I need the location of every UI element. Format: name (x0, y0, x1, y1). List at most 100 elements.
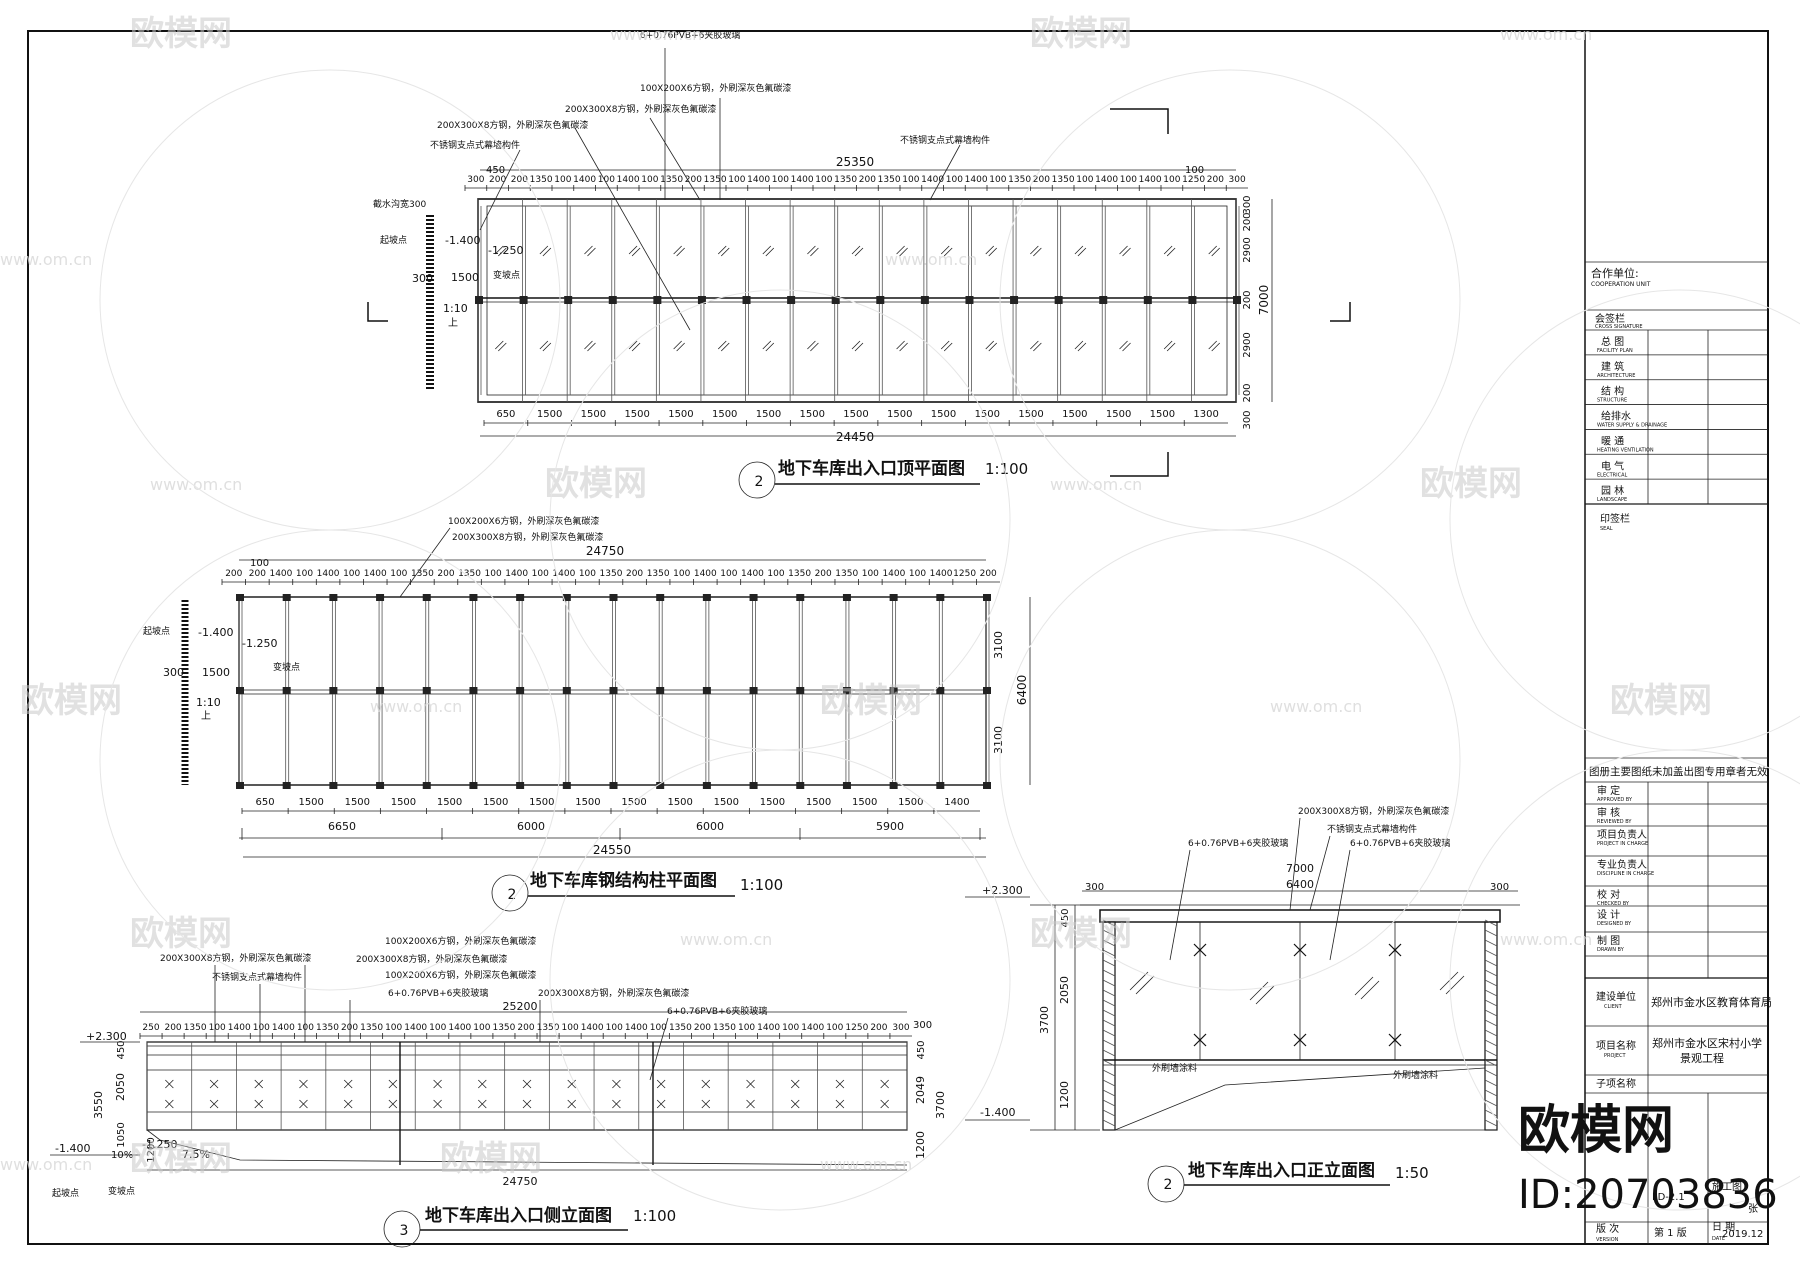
side-top-dim: 100 (385, 1023, 402, 1033)
tb-discipline: 园 林 (1601, 484, 1624, 497)
side-dim-2049: 2049 (914, 1076, 927, 1104)
side-top-dim: 1400 (581, 1023, 604, 1033)
side-elev-scale: 1:100 (633, 1207, 676, 1225)
roof-plan-title: 地下车库出入口顶平面图 (778, 458, 965, 479)
roof-bottom-dim: 1500 (1150, 409, 1175, 420)
col-top-dim: 1350 (835, 569, 858, 579)
tb-discipline-en: FACILITY PLAN (1597, 348, 1633, 354)
roof-note-glass: 6+0.76PVB+6夹胶玻璃 (640, 29, 740, 41)
tb-discipline-en: ELECTRICAL (1597, 472, 1628, 478)
roof-bottom-dim: 1500 (1106, 409, 1131, 420)
side-elev-callout: 3 (400, 1223, 409, 1239)
front-note-paint-b: 外刷墙涂料 (1393, 1069, 1438, 1081)
side-level-low: -1.400 (55, 1142, 90, 1155)
tb-sign-header-en: CROSS SIGNATURE (1595, 324, 1642, 330)
side-top-dim: 100 (253, 1023, 270, 1033)
side-note-8: 6+0.76PVB+6夹胶玻璃 (667, 1005, 767, 1017)
front-elev-title: 地下车库出入口正立面图 (1188, 1160, 1375, 1181)
side-dim-300: 300 (913, 1020, 932, 1031)
roof-level-b: -1.250 (488, 244, 523, 257)
side-note-3: 不锈钢支点式幕墙构件 (212, 971, 302, 983)
col-top-dim: 200 (225, 569, 242, 579)
roof-bottom-dim: 1500 (800, 409, 825, 420)
tb-role: 校 对 (1597, 888, 1620, 901)
side-top-dim: 1350 (537, 1023, 560, 1033)
side-top-dim: 300 (892, 1023, 909, 1033)
roof-bottom-dim: 1500 (887, 409, 912, 420)
roof-note-steel-200b: 200X300X8方钢，外刷深灰色氟碳漆 (437, 119, 588, 131)
roof-top-dim: 200 (489, 175, 506, 185)
front-dim-300b: 300 (1490, 882, 1509, 893)
tb-discipline-en: STRUCTURE (1597, 398, 1627, 404)
col-top-dim: 100 (767, 569, 784, 579)
col-label-start: 起坡点 (143, 625, 170, 637)
col-top-dim: 1400 (269, 569, 292, 579)
roof-top-dim: 1350 (660, 175, 683, 185)
roof-top-dim: 100 (598, 175, 615, 185)
side-dim-450: 450 (116, 1040, 127, 1059)
title-block: 合作单位: COOPERATION UNIT 会签栏 CROSS SIGNATU… (1585, 261, 1772, 1244)
roof-top-dim: 200 (1033, 175, 1050, 185)
side-top-dim: 200 (870, 1023, 887, 1033)
roof-total-bottom: 24450 (836, 430, 874, 444)
side-level-mid: -1.250 (142, 1138, 177, 1151)
col-bottom-dim: 1500 (898, 797, 923, 808)
roof-top-dim: 1400 (617, 175, 640, 185)
tb-warning: 图册主要图纸未加盖出图专用章者无效 (1589, 765, 1768, 778)
side-top-dim: 100 (650, 1023, 667, 1033)
front-level-low: -1.400 (980, 1106, 1015, 1119)
col-bottom-dim: 1500 (667, 797, 692, 808)
roof-plan-callout: 2 (755, 474, 764, 490)
roof-top-dim: 1400 (791, 175, 814, 185)
side-top-dim: 100 (826, 1023, 843, 1033)
watermark-brand: 欧模网 (1420, 464, 1522, 504)
roof-dim-450: 450 (486, 165, 505, 176)
roof-bottom-dim: 650 (496, 409, 515, 420)
roof-dim-100: 100 (1185, 165, 1204, 176)
col-top-dim: 100 (862, 569, 879, 579)
tb-sheets: 张 (1748, 1203, 1758, 1215)
tb-discipline: 给排水 (1601, 410, 1631, 423)
watermark-brand: 欧模网 (130, 1139, 232, 1179)
roof-top-dim: 100 (989, 175, 1006, 185)
col-top-dim: 100 (485, 569, 502, 579)
col-top-dim: 1400 (364, 569, 387, 579)
roof-top-dim: 1350 (530, 175, 553, 185)
roof-right-dim: 200 (1242, 212, 1253, 231)
roof-right-dim: 2900 (1242, 332, 1253, 357)
tb-date-en: DATE (1712, 1236, 1725, 1242)
col-bottom-dim: 1500 (391, 797, 416, 808)
watermark-brand: 欧模网 (440, 1139, 542, 1179)
roof-top-dim: 100 (641, 175, 658, 185)
tb-edition-en: VERSION (1596, 1237, 1619, 1243)
front-level-top: +2.300 (982, 884, 1023, 897)
roof-top-dim: 100 (1163, 175, 1180, 185)
col-note-steel-100: 100X200X6方钢，外刷深灰色氟碳漆 (448, 515, 599, 527)
roof-top-dim: 100 (815, 175, 832, 185)
tb-sign-header: 会签栏 (1595, 312, 1625, 325)
roof-label-gutter: 截水沟宽300 (373, 198, 426, 210)
tb-stamp: 印签栏 (1600, 512, 1630, 525)
col-top-dim: 100 (909, 569, 926, 579)
col-bottom-total: 5900 (876, 820, 904, 833)
col-top-dim: 100 (343, 569, 360, 579)
side-top-dim: 1400 (404, 1023, 427, 1033)
col-total-bottom: 24550 (593, 843, 631, 857)
roof-top-dim: 300 (467, 175, 484, 185)
col-top-dim: 1350 (600, 569, 623, 579)
roof-top-dim: 1350 (704, 175, 727, 185)
watermark-brand: 欧模网 (1030, 14, 1132, 54)
side-dim-1200: 1200 (914, 1131, 927, 1159)
roof-top-dim: 1250 (1182, 175, 1205, 185)
side-note-7: 200X300X8方钢，外刷深灰色氟碳漆 (538, 987, 689, 999)
side-level-top: +2.300 (86, 1030, 127, 1043)
col-top-dim: 1400 (694, 569, 717, 579)
tb-discipline: 建 筑 (1601, 360, 1624, 373)
tb-date-label: 日 期 (1712, 1221, 1735, 1233)
col-bottom-dim: 650 (256, 797, 275, 808)
watermark-id: ID:20703836 (1518, 1172, 1778, 1218)
col-bottom-dim: 1500 (760, 797, 785, 808)
col-dim-1500: 1500 (202, 666, 230, 679)
side-top-dim: 100 (209, 1023, 226, 1033)
